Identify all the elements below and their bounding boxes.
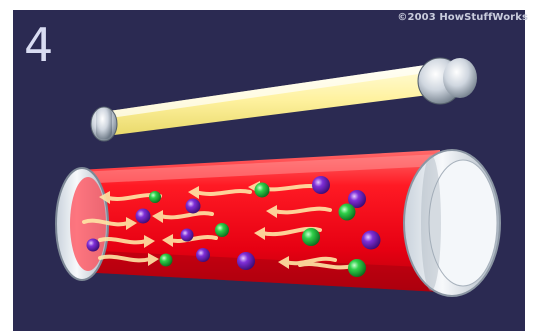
mirror-icon <box>404 150 500 296</box>
step-number: 4 <box>24 22 53 68</box>
copyright-label: ©2003 HowStuffWorks <box>397 12 528 23</box>
mirror-icon <box>56 168 108 280</box>
